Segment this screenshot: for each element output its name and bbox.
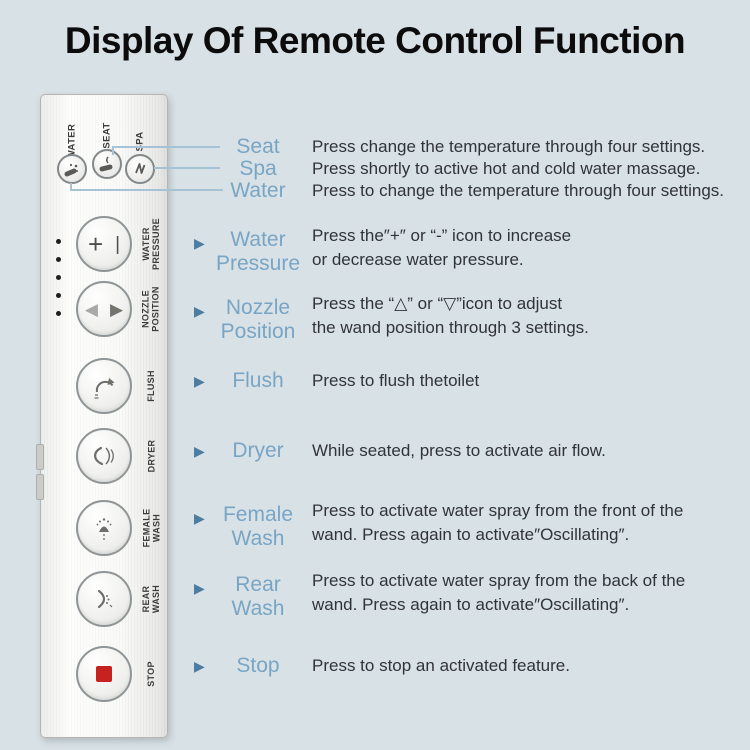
female-wash-description: Press to activate water spray from the f… (312, 501, 684, 544)
water-pressure-description: Press the″+″ or “-” icon to increase or … (312, 226, 572, 269)
row-nozzle-position: ▶ Nozzle Position Press the “△” or “▽”ic… (194, 292, 589, 344)
flush-description: Press to flush thetoilet (312, 371, 480, 390)
led-dot (56, 311, 61, 316)
page-title: Display Of Remote Control Function (64, 20, 686, 61)
remote-control: WATER SEAT SPA + | WATER P (36, 94, 168, 738)
flush-button[interactable] (76, 358, 132, 414)
row-arrow-icon: ▶ (194, 580, 205, 596)
female-wash-button[interactable] (76, 500, 132, 556)
row-water: Water Press to change the temperature th… (194, 179, 724, 203)
row-water-pressure: ▶ Water Pressure Press the″+″ or “-” ico… (194, 224, 571, 276)
rear-wash-label: Rear Wash (231, 573, 285, 620)
water-pressure-button-label: WATER PRESSURE (141, 218, 162, 270)
spa-label: Spa (239, 157, 277, 180)
led-dot (56, 275, 61, 280)
water-description: Press to change the temperature through … (312, 181, 725, 200)
row-rear-wash: ▶ Rear Wash Press to activate water spra… (194, 569, 685, 621)
stop-button-label: STOP (145, 661, 156, 687)
row-stop: ▶ Stop Press to stop an activated featur… (194, 654, 570, 678)
row-arrow-icon: ▶ (194, 443, 205, 459)
spa-button-icon (135, 163, 146, 174)
water-label: Water (230, 179, 286, 202)
stop-description: Press to stop an activated feature. (312, 656, 570, 675)
rear-wash-button[interactable] (76, 571, 132, 627)
water-connector-line (70, 183, 72, 191)
flush-button-label: FLUSH (146, 370, 156, 402)
seat-button[interactable] (92, 149, 122, 179)
led-dot (56, 257, 61, 262)
rear-wash-icon (97, 589, 113, 609)
dryer-icon (94, 446, 114, 466)
row-arrow-icon: ▶ (194, 235, 205, 251)
spa-description: Press shortly to active hot and cold wat… (312, 159, 701, 178)
seat-description: Press change the temperature through fou… (312, 137, 706, 156)
stop-icon (96, 666, 112, 682)
nozzle-position-description: Press the “△” or “▽”icon to adjust the w… (312, 294, 589, 337)
nozzle-position-label: Nozzle Position (220, 296, 296, 343)
seat-label: Seat (236, 135, 280, 158)
row-arrow-icon: ▶ (194, 303, 205, 319)
minus-vertical-icon: | (115, 233, 121, 255)
seat-button-label: SEAT (101, 121, 113, 149)
led-dot (56, 293, 61, 298)
row-arrow-icon: ▶ (194, 373, 205, 389)
spa-button-label: SPA (134, 130, 146, 152)
dryer-label: Dryer (232, 439, 284, 462)
rear-wash-button-label: REAR WASH (140, 584, 161, 614)
triangle-left-icon: ◀ (84, 299, 98, 319)
led-dot (56, 239, 61, 244)
seat-button-icon (99, 156, 113, 172)
water-connector-line (70, 189, 223, 191)
dryer-button[interactable] (76, 428, 132, 484)
row-arrow-icon: ▶ (194, 658, 205, 674)
side-clip (36, 474, 44, 500)
spa-connector-line (154, 167, 220, 169)
water-button-icon (64, 163, 78, 177)
nozzle-position-button-label: NOZZLE POSITION (141, 286, 161, 332)
female-wash-label: Female Wash (222, 503, 294, 550)
plus-icon: + (87, 229, 104, 259)
stop-label: Stop (236, 654, 280, 677)
stop-button[interactable] (76, 646, 132, 702)
row-flush: ▶ Flush Press to flush thetoilet (194, 369, 479, 393)
female-wash-button-label: FEMALE WASH (141, 508, 161, 548)
nozzle-position-button[interactable]: ◀ ▶ (76, 281, 132, 337)
seat-connector-line (112, 146, 220, 148)
female-wash-icon (96, 518, 112, 540)
row-spa: Spa Press shortly to active hot and cold… (194, 157, 700, 181)
water-pressure-label: Water Pressure (215, 228, 301, 275)
triangle-right-icon: ▶ (110, 299, 124, 319)
row-female-wash: ▶ Female Wash Press to activate water sp… (194, 499, 683, 551)
row-arrow-icon: ▶ (194, 510, 205, 526)
dryer-button-label: DRYER (146, 439, 157, 473)
water-pressure-button[interactable]: + | (76, 216, 132, 272)
side-clip (36, 444, 44, 470)
rear-wash-description: Press to activate water spray from the b… (312, 571, 686, 614)
seat-connector-line (112, 146, 114, 155)
row-dryer: ▶ Dryer While seated, press to activate … (194, 439, 606, 463)
water-button[interactable] (57, 154, 87, 184)
flush-icon (94, 378, 115, 399)
spa-button[interactable] (125, 154, 155, 184)
flush-label: Flush (232, 369, 284, 392)
row-seat: Seat Press change the temperature throug… (194, 135, 705, 159)
dryer-description: While seated, press to activate air flow… (312, 441, 606, 460)
